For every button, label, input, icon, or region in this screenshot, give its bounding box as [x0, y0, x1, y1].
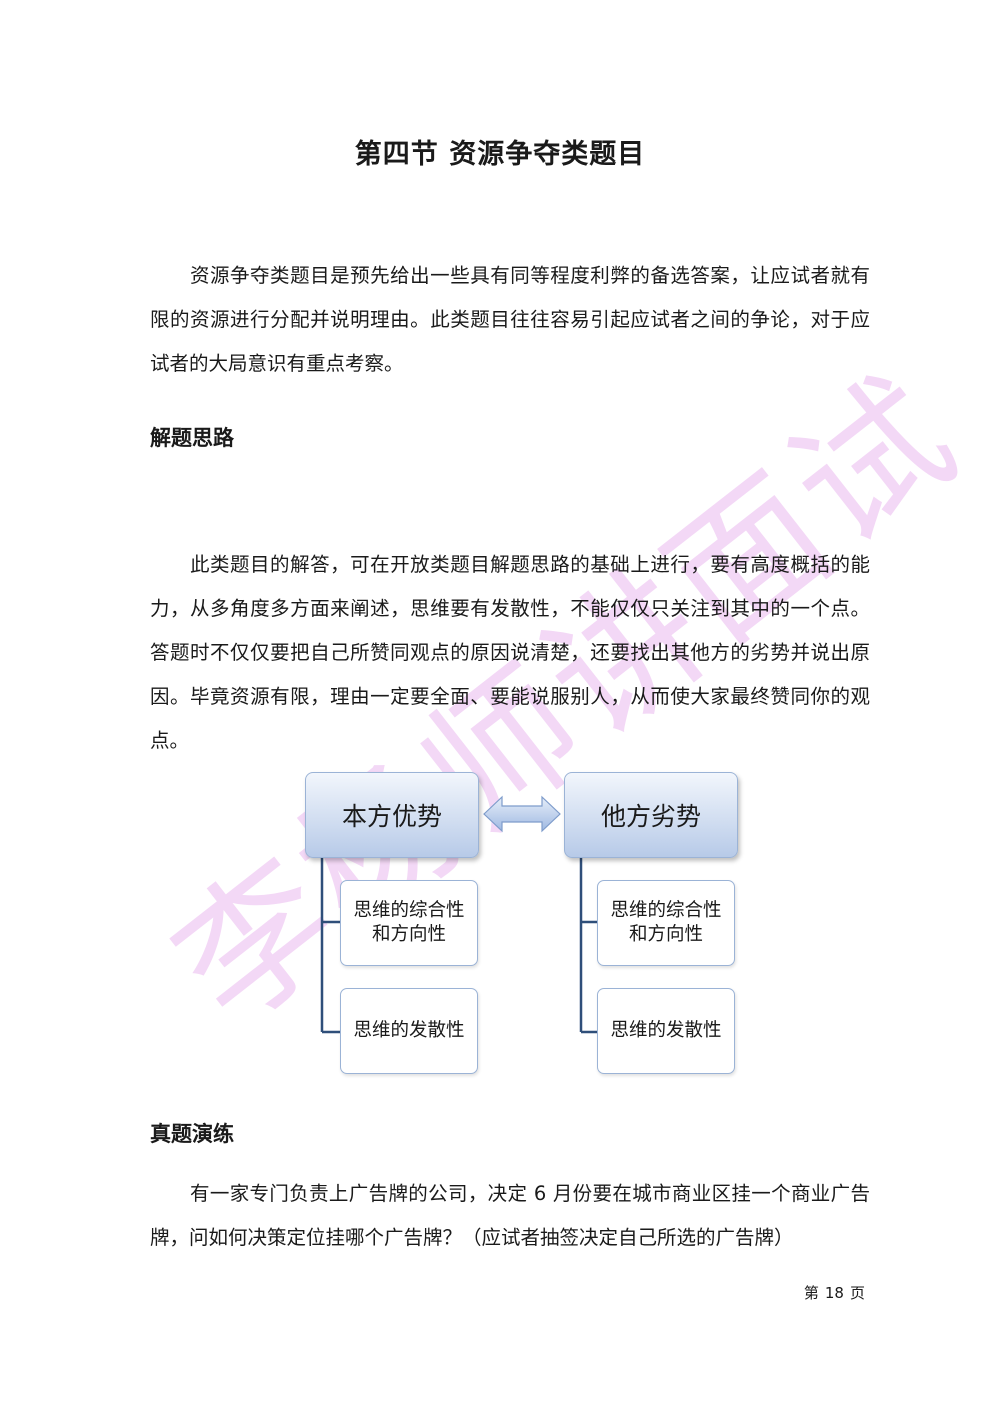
page-number-suffix: 页 — [849, 1284, 865, 1302]
question-paragraph: 有一家专门负责上广告牌的公司，决定 6 月份要在城市商业区挂一个商业广告牌，问如… — [150, 1182, 870, 1249]
left-child-divergent: 思维的发散性 — [340, 988, 478, 1074]
page-number: 第 18 页 — [801, 1282, 868, 1303]
heading-practice: 真题演练 — [150, 1122, 234, 1146]
right-child-divergent: 思维的发散性 — [597, 988, 735, 1074]
approach-paragraph: 此类题目的解答，可在开放类题目解题思路的基础上进行，要有高度概括的能力，从多角度… — [150, 553, 870, 752]
left-connector-line — [320, 856, 340, 1034]
right-child-divergent-label: 思维的发散性 — [610, 1020, 722, 1041]
intro-paragraph: 资源争夺类题目是预先给出一些具有同等程度利弊的备选答案，让应试者就有限的资源进行… — [150, 264, 870, 375]
double-arrow-icon — [483, 795, 561, 833]
left-child-comprehensive: 思维的综合性和方向性 — [340, 880, 478, 966]
right-child-comprehensive: 思维的综合性和方向性 — [597, 880, 735, 966]
left-child-comprehensive-label: 思维的综合性和方向性 — [353, 900, 465, 945]
left-child-divergent-label: 思维的发散性 — [353, 1020, 465, 1041]
heading-approach: 解题思路 — [150, 426, 234, 450]
page-title: 第四节 资源争夺类题目 — [354, 139, 646, 170]
page-number-prefix: 第 — [803, 1284, 819, 1302]
right-connector-line — [579, 856, 597, 1034]
own-advantage-box: 本方优势 — [305, 772, 479, 858]
page-number-value: 18 — [824, 1284, 844, 1302]
other-disadvantage-box: 他方劣势 — [564, 772, 738, 858]
right-child-comprehensive-label: 思维的综合性和方向性 — [610, 900, 722, 945]
